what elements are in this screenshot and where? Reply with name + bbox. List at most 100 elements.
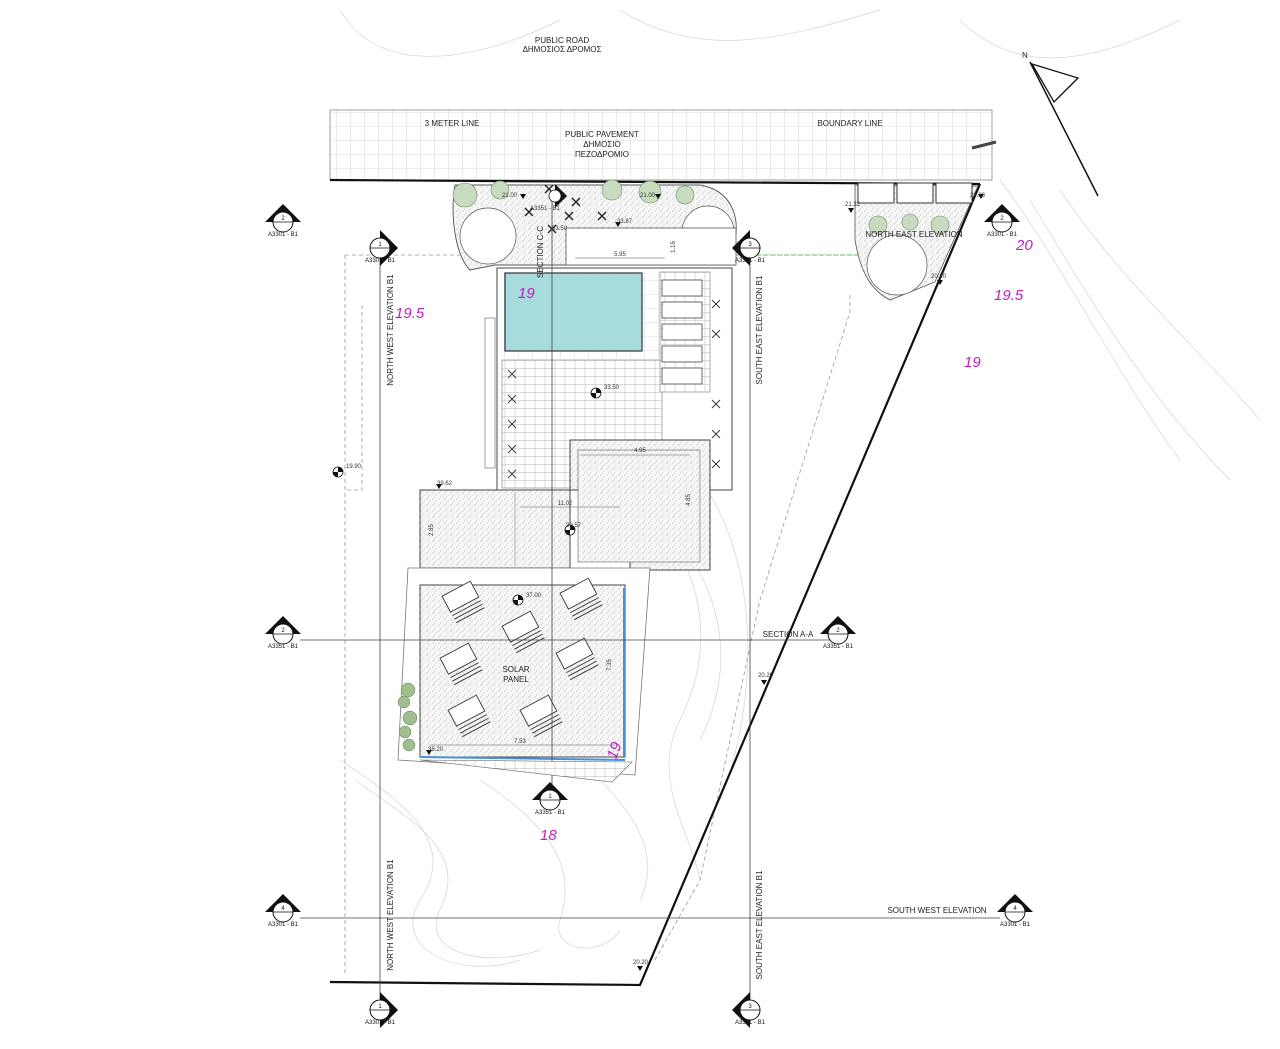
dim-11-02: 11.02 [558, 501, 573, 507]
level-33-87: 33.87 [617, 219, 633, 225]
pavement-label-2: ΔΗΜΟΣΙΟ [583, 140, 620, 149]
view-marker-1-num: 2 [281, 216, 285, 222]
level-21-00-b: 21.00 [640, 193, 656, 199]
dim-1-15: 1.15 [671, 241, 677, 253]
level-21-00-a: 21.00 [502, 193, 518, 199]
side-hedge [397, 682, 418, 752]
level-37-00: 37.00 [526, 593, 542, 599]
deck-side-wall [484, 317, 496, 469]
contour-19-5-right: 19.5 [994, 287, 1024, 304]
level-20-20-ne: 20.20 [931, 274, 947, 280]
view-marker-2: 1 A3301 - B1 [365, 230, 398, 266]
north-west-elevation-label-bottom: NORTH WEST ELEVATION B1 [386, 859, 395, 971]
road-label-2: ΔΗΜΟΣΙΟΣ ΔΡΟΜΟΣ [523, 45, 602, 54]
view-marker-9-num: 4 [1013, 906, 1017, 912]
north-west-elevation-label-top: NORTH WEST ELEVATION B1 [386, 274, 395, 386]
front-garden [452, 179, 737, 271]
dim-7-53: 7.53 [514, 739, 526, 745]
view-marker-10: 1 A3301 - B1 [365, 992, 398, 1028]
view-marker-5: 2 A3351 - B1 [265, 616, 301, 650]
south-west-elevation-label: SOUTH WEST ELEVATION [887, 906, 986, 915]
pavement-label-3: ΠΕΖΟΔΡΟΜΙΟ [575, 150, 629, 159]
public-pavement-area [329, 109, 993, 181]
view-marker-8-num: 4 [281, 906, 285, 912]
level-21-32: 21.32 [845, 202, 861, 208]
north-east-garden [854, 182, 979, 301]
dim-4-85: 4.85 [686, 494, 692, 506]
view-marker-4: 2 A3301 - B1 [984, 204, 1020, 238]
level-targets [332, 387, 602, 606]
level-flags [426, 194, 984, 971]
view-marker-12-ref: A3351 - B1 [530, 206, 561, 212]
view-marker-6: 2 A3351 - B1 [820, 616, 856, 650]
north-east-elevation-label: NORTH EAST ELEVATION [865, 230, 962, 239]
dim-5-95: 5.95 [614, 252, 626, 258]
view-marker-5-ref: A3351 - B1 [268, 644, 299, 650]
view-marker-3-num: 3 [748, 242, 752, 248]
view-marker-11: 3 A3301 - B1 [732, 992, 766, 1028]
road-label-1: PUBLIC ROAD [535, 36, 589, 45]
contour-19-5-left: 19.5 [395, 305, 425, 322]
section-lines [300, 200, 1000, 1000]
level-39-62: 39.62 [437, 481, 453, 487]
deck-side-planting [507, 299, 721, 479]
north-arrow: N [1022, 51, 1099, 197]
site-boundary [329, 183, 982, 987]
solar-panel-label-2: PANEL [503, 675, 529, 684]
view-marker-11-ref: A3301 - B1 [735, 1020, 766, 1026]
dim-2-85: 2.85 [429, 524, 435, 536]
level-20-20-sw: 20.20 [633, 960, 649, 966]
view-marker-6-num: 2 [836, 628, 840, 634]
view-marker-9: 4 A3301 - B1 [997, 894, 1033, 928]
glass-edge-bottom [419, 756, 626, 761]
three-meter-line-label: 3 METER LINE [425, 119, 480, 128]
view-marker-8-ref: A3301 - B1 [268, 922, 299, 928]
level-21-38: 21.38 [970, 193, 986, 199]
contour-20-right: 20 [1015, 237, 1033, 254]
level-20-20-se: 20.20 [758, 673, 774, 679]
view-marker-10-ref: A3301 - B1 [365, 1020, 396, 1026]
south-east-elevation-label-top: SOUTH EAST ELEVATION B1 [755, 275, 764, 384]
level-33-50-entry: 33.50 [552, 226, 568, 232]
view-marker-10-num: 1 [378, 1004, 382, 1010]
level-39-57: 39.57 [566, 523, 582, 529]
roof-terrace-inner [577, 449, 701, 563]
view-marker-7-ref: A3351 - B1 [535, 810, 566, 816]
view-marker-7-num: 1 [548, 794, 552, 800]
view-marker-1: 2 A3301 - B1 [265, 204, 301, 238]
view-marker-2-num: 1 [378, 242, 382, 248]
view-markers: 2 A3301 - B1 1 A3301 - B1 3 A3301 - B1 2… [265, 184, 1033, 1028]
view-marker-4-num: 2 [1000, 216, 1004, 222]
view-marker-6-ref: A3351 - B1 [823, 644, 854, 650]
view-marker-3: 3 A3301 - B1 [732, 230, 766, 266]
roof-edge-hatch [419, 759, 633, 783]
contour-18-bottom: 18 [540, 827, 557, 844]
dim-7-35: 7.35 [607, 659, 613, 671]
level-38-20: 38.20 [428, 747, 444, 753]
boundary-tick [971, 140, 997, 150]
solar-panels [439, 577, 603, 738]
view-marker-11-num: 3 [748, 1004, 752, 1010]
sun-loungers [661, 279, 703, 385]
section-cc-label: SECTION C-C [536, 226, 545, 278]
north-label: N [1022, 51, 1028, 60]
view-marker-7: 1 A3351 - B1 [532, 782, 568, 816]
view-marker-8: 4 A3301 - B1 [265, 894, 301, 928]
section-aa-label: SECTION A-A [763, 630, 814, 639]
boundary-line-label: BOUNDARY LINE [817, 119, 882, 128]
contour-19-right: 19 [964, 354, 981, 371]
view-marker-5-num: 2 [281, 628, 285, 634]
south-east-elevation-label-bottom: SOUTH EAST ELEVATION B1 [755, 870, 764, 979]
dimension-lines [430, 257, 690, 746]
view-marker-3-ref: A3301 - B1 [735, 258, 766, 264]
view-marker-4-ref: A3301 - B1 [987, 232, 1018, 238]
level-19-90: 19.90 [346, 464, 362, 470]
dim-4-95: 4.95 [634, 448, 646, 454]
swimming-pool [504, 272, 643, 352]
view-marker-1-ref: A3301 - B1 [268, 232, 299, 238]
view-marker-12: A3351 - B1 [530, 184, 567, 212]
view-marker-2-ref: A3301 - B1 [365, 258, 396, 264]
view-marker-9-ref: A3301 - B1 [1000, 922, 1031, 928]
pavement-label-1: PUBLIC PAVEMENT [565, 130, 639, 139]
